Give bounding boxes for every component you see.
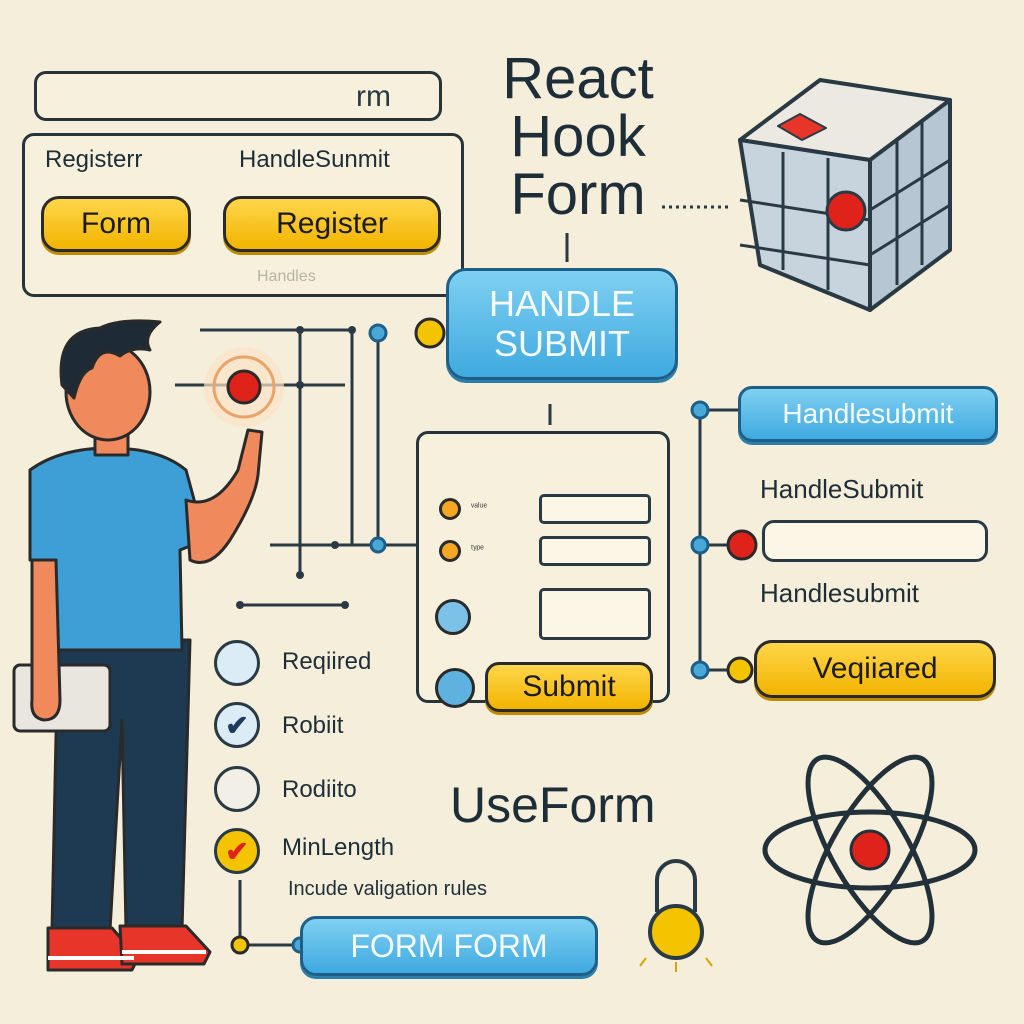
cube-icon <box>738 78 952 312</box>
register-label: Registerr <box>45 146 143 173</box>
right-input-field[interactable] <box>762 520 988 562</box>
title-line-2: Hook <box>510 104 646 169</box>
title-line-3: Form <box>510 162 646 227</box>
validation-label-robiit: Robiit <box>282 712 344 739</box>
minlength-check-icon[interactable]: ✔ <box>214 828 260 874</box>
handle-submit-text-2: Handlesubmit <box>760 578 919 608</box>
submit-button[interactable]: Submit <box>485 662 653 712</box>
validation-label-required: Reqiired <box>282 648 372 675</box>
handle-submit-tag[interactable]: HANDLE SUBMIT <box>446 268 678 380</box>
form-button[interactable]: Form <box>41 196 191 252</box>
field-dot-icon <box>439 498 461 520</box>
atom-icon <box>762 754 978 946</box>
register-panel: Registerr HandleSunmit Form Register Han… <box>22 133 464 297</box>
field-label-2: ᵗʸᵖᵉ <box>471 544 484 555</box>
form-input-2[interactable] <box>539 536 651 566</box>
top-search-bar[interactable]: rm <box>34 71 442 121</box>
handle-submit-text-1: HandleSubmit <box>760 474 924 504</box>
form-panel: ᵛᵃˡᵘᵉ ᵗʸᵖᵉ Submit <box>416 431 670 712</box>
validation-label-rodiito: Rodiito <box>282 776 357 803</box>
handle-submit-line-2: SUBMIT <box>493 323 630 364</box>
form-textarea[interactable] <box>539 588 651 640</box>
handle-submit-line-1: HANDLE <box>488 283 636 324</box>
padlock-icon <box>639 859 713 972</box>
toggle-circle-icon[interactable] <box>435 599 471 635</box>
handlesubmit-pill[interactable]: Handlesubmit <box>738 386 998 442</box>
developer-illustration <box>12 319 264 972</box>
form-input-1[interactable] <box>539 494 651 524</box>
title-line-1: React <box>502 46 654 111</box>
pointer-button-icon <box>204 347 284 427</box>
veqiiared-button[interactable]: Veqiiared <box>754 640 996 698</box>
roditto-check-icon[interactable] <box>214 766 260 812</box>
radio-circle-icon[interactable] <box>435 668 475 708</box>
form-form-button[interactable]: FORM FORM <box>300 916 598 976</box>
required-check-icon[interactable] <box>214 640 260 686</box>
field-label-1: ᵛᵃˡᵘᵉ <box>471 502 488 513</box>
register-button[interactable]: Register <box>223 196 441 252</box>
top-bar-text: rm <box>356 80 391 113</box>
faint-handles-text: Handles <box>257 268 316 285</box>
validation-caption: Incude valigation rules <box>288 878 488 900</box>
validation-label-minlength: MinLength <box>282 834 395 861</box>
page-title: React Hook Form <box>478 50 678 224</box>
field-dot-icon <box>439 540 461 562</box>
robiit-check-icon[interactable]: ✔ <box>214 702 260 748</box>
handle-submit-label: HandleSunmit <box>239 146 390 173</box>
useform-label: UseForm <box>450 777 656 833</box>
